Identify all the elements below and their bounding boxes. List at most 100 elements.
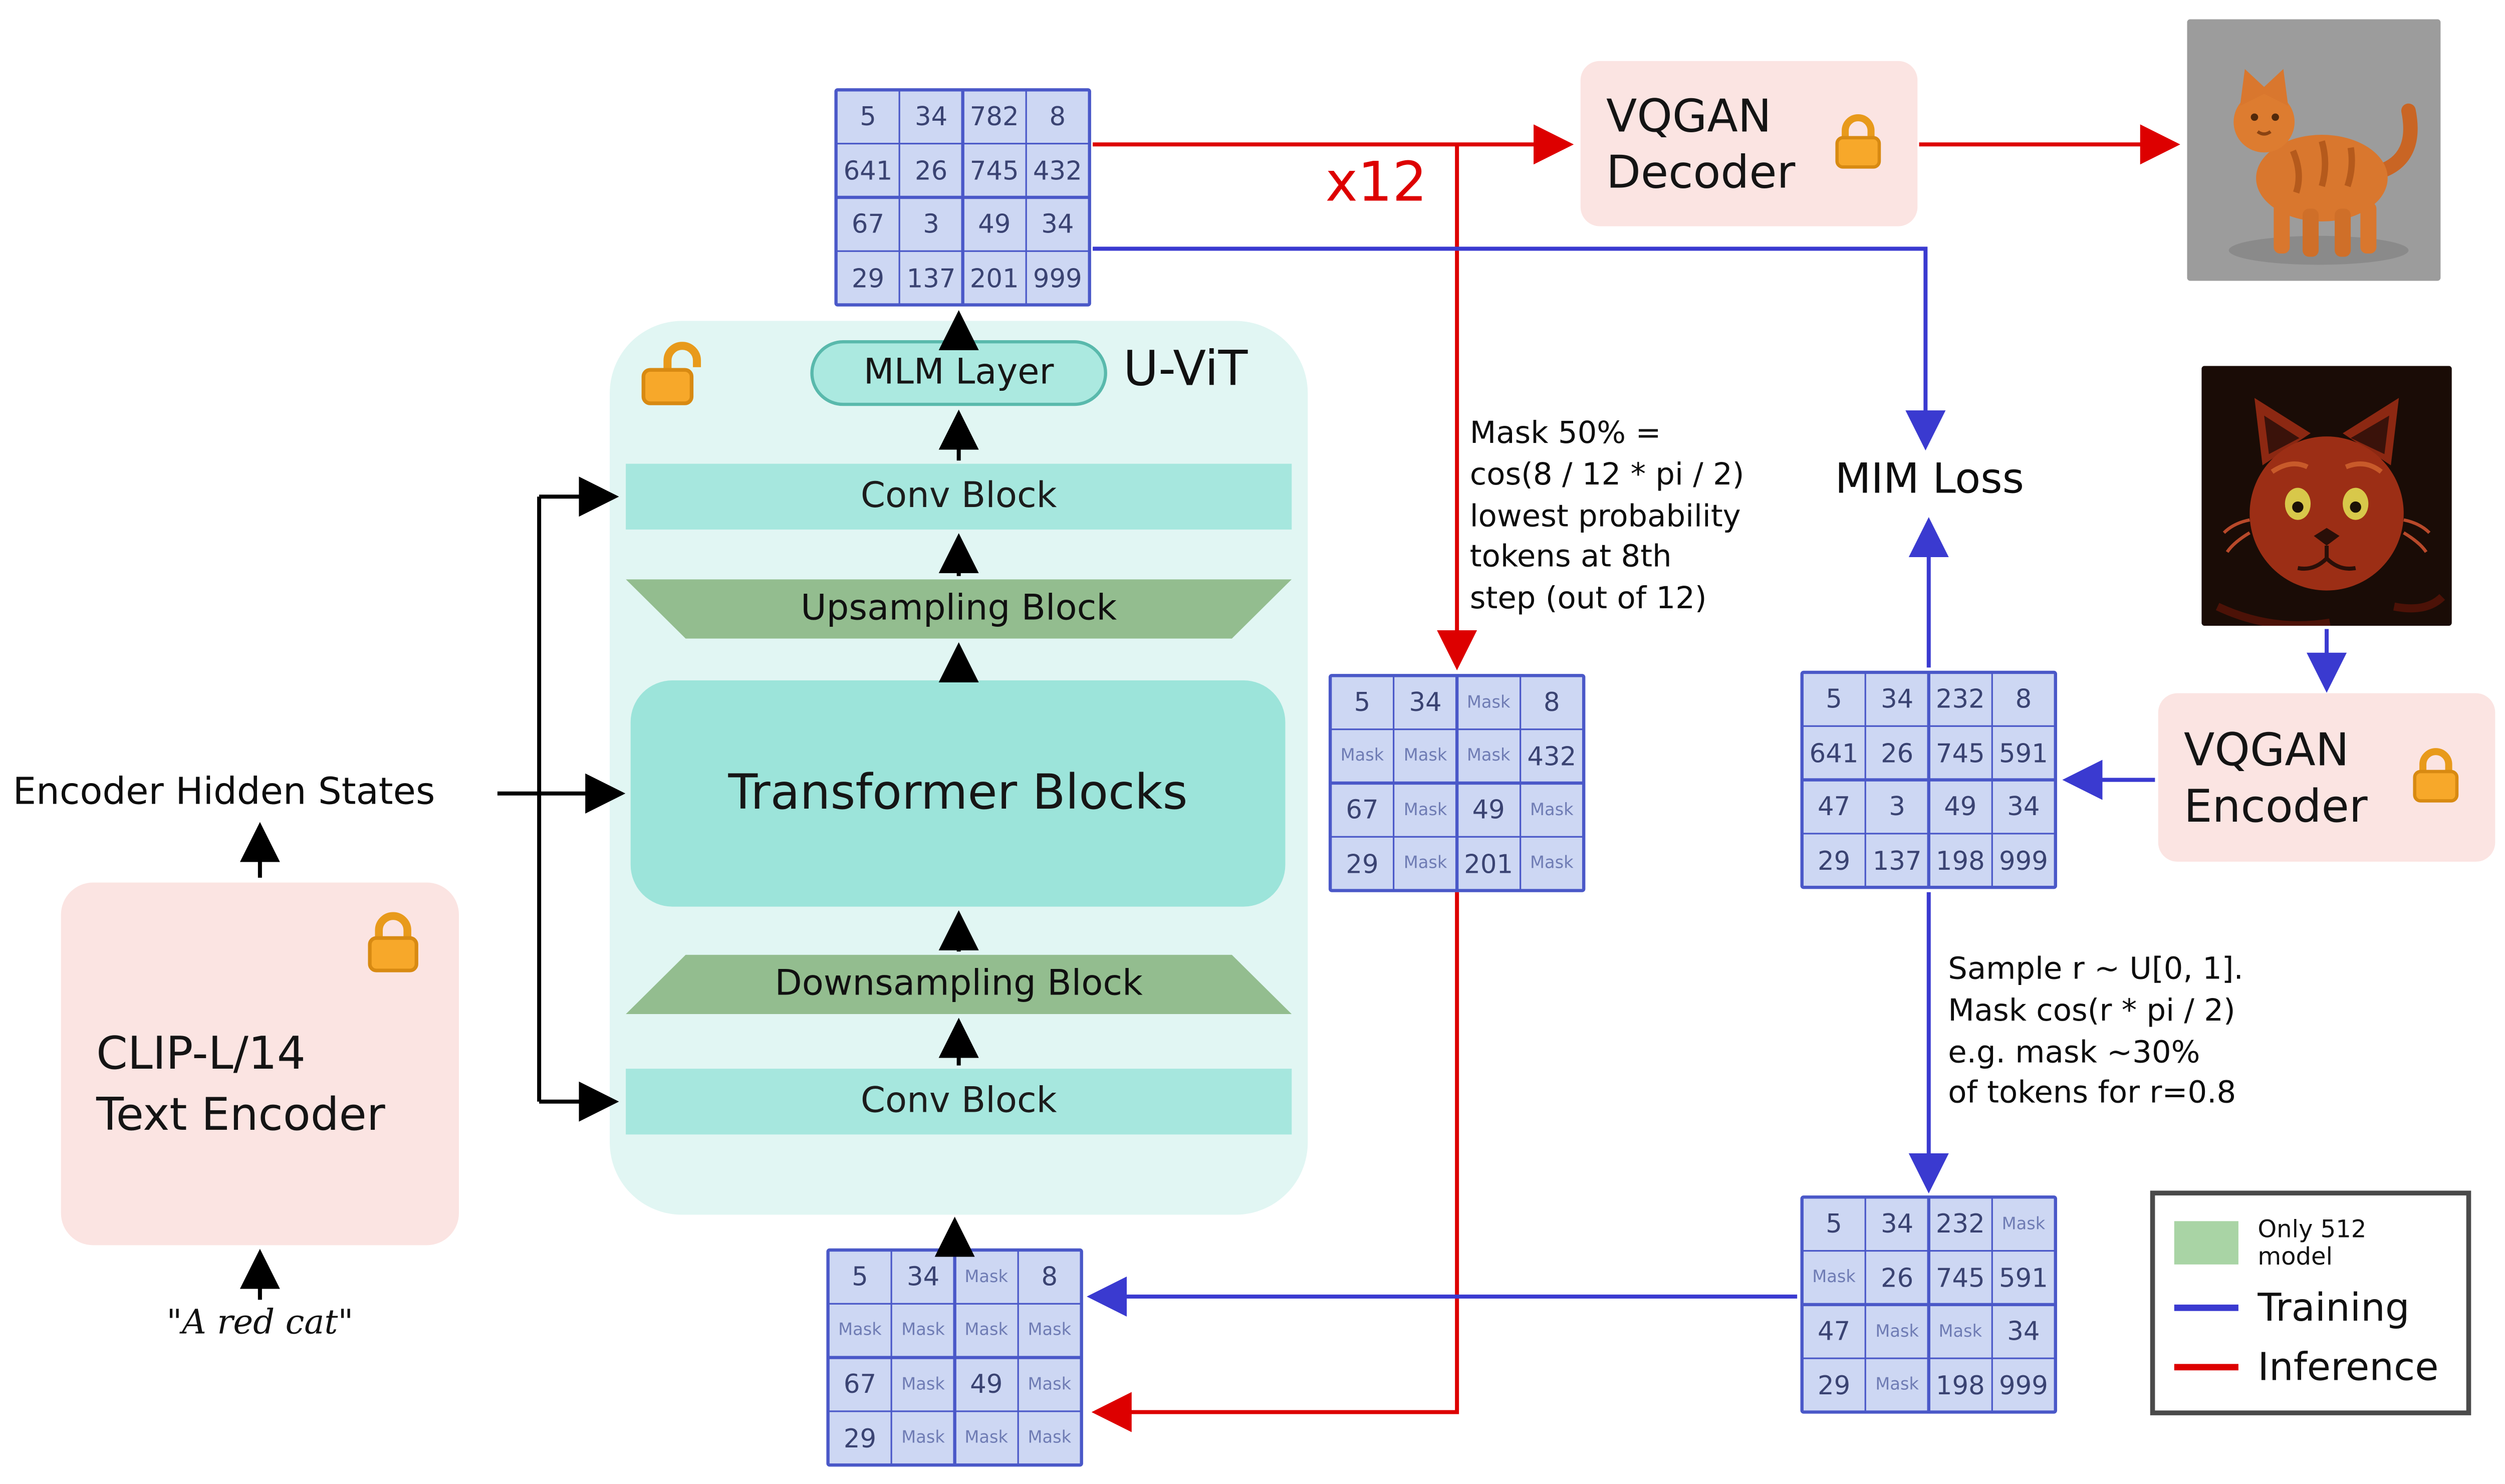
- token-cell: Mask: [956, 1252, 1017, 1303]
- token-cell: Mask: [1332, 730, 1393, 782]
- token-cell: 999: [1027, 252, 1088, 304]
- token-cell: 232: [1930, 1198, 1991, 1250]
- token-cell: 745: [1930, 727, 1991, 779]
- token-cell: 591: [1993, 727, 2054, 779]
- token-cell: Mask: [1867, 1359, 1928, 1411]
- token-cell: 47: [1803, 1306, 1865, 1357]
- mlm-layer-label: MLM Layer: [863, 353, 1054, 393]
- token-cell: 26: [900, 145, 962, 196]
- token-cell: 641: [1803, 727, 1865, 779]
- legend-row-inference: Inference: [2174, 1345, 2447, 1390]
- conv-block-bottom-label: Conv Block: [860, 1081, 1057, 1122]
- token-cell: Mask: [956, 1412, 1017, 1463]
- token-cell: 26: [1867, 1252, 1928, 1304]
- encoder-hidden-states-label: Encoder Hidden States: [13, 772, 435, 814]
- vqgan-encoder-box: VQGAN Encoder: [2158, 693, 2495, 862]
- generated-cat-image: [2187, 19, 2441, 281]
- transformer-blocks: Transformer Blocks: [630, 680, 1286, 907]
- upsampling-block: Upsampling Block: [626, 579, 1292, 639]
- conv-block-top-label: Conv Block: [860, 476, 1057, 517]
- token-cell: 67: [1332, 784, 1393, 836]
- downsampling-block-label: Downsampling Block: [775, 964, 1143, 1005]
- token-cell: Mask: [1019, 1412, 1080, 1463]
- token-cell: 8: [1993, 674, 2054, 725]
- token-cell: 5: [837, 91, 899, 143]
- sample-annotation: Sample r ~ U[0, 1]. Mask cos(r * pi / 2)…: [1948, 951, 2243, 1111]
- token-cell: 641: [837, 145, 899, 196]
- lock-icon: [356, 908, 430, 982]
- token-cell: 3: [900, 198, 962, 250]
- blue-line-icon: [2174, 1305, 2238, 1312]
- conv-block-bottom: Conv Block: [626, 1069, 1292, 1135]
- token-cell: 3: [1867, 781, 1928, 833]
- clip-text-encoder-label: CLIP-L/14 Text Encoder: [96, 1027, 385, 1141]
- token-cell: 49: [1458, 784, 1519, 836]
- token-cell: 49: [964, 198, 1025, 250]
- token-cell: 49: [1930, 781, 1991, 833]
- token-cell: Mask: [892, 1358, 954, 1410]
- input-cat-image: [2201, 366, 2452, 626]
- token-cell: 29: [837, 252, 899, 304]
- mask50-annotation: Mask 50% = cos(8 / 12 * pi / 2) lowest p…: [1469, 415, 1744, 617]
- token-cell: 8: [1521, 677, 1582, 728]
- token-cell: 232: [1930, 674, 1991, 725]
- legend-inference-label: Inference: [2258, 1345, 2439, 1390]
- token-cell: 34: [900, 91, 962, 143]
- token-cell: Mask: [892, 1305, 954, 1357]
- token-cell: 137: [1867, 834, 1928, 886]
- token-cell: 34: [1027, 198, 1088, 250]
- transformer-blocks-label: Transformer Blocks: [728, 765, 1188, 822]
- clip-text-encoder-box: CLIP-L/14 Text Encoder: [61, 882, 459, 1246]
- token-cell: 47: [1803, 781, 1865, 833]
- token-cell: 34: [1395, 677, 1456, 728]
- unlock-icon: [635, 339, 715, 412]
- token-cell: 999: [1993, 834, 2054, 886]
- token-cell: Mask: [1803, 1252, 1865, 1304]
- token-cell: 782: [964, 91, 1025, 143]
- legend-row-only512: Only 512 model: [2174, 1215, 2447, 1271]
- token-cell: Mask: [1867, 1306, 1928, 1357]
- token-cell: 745: [1930, 1252, 1991, 1304]
- token-cell: Mask: [892, 1412, 954, 1463]
- token-cell: 34: [892, 1252, 954, 1303]
- token-cell: 8: [1027, 91, 1088, 143]
- token-cell: 34: [1867, 1198, 1928, 1250]
- mlm-layer-block: MLM Layer: [810, 340, 1107, 406]
- token-cell: 137: [900, 252, 962, 304]
- legend-row-training: Training: [2174, 1286, 2447, 1331]
- token-cell: 432: [1027, 145, 1088, 196]
- token-cell: Mask: [1993, 1198, 2054, 1250]
- token-cell: 34: [1867, 674, 1928, 725]
- vqgan-decoder-box: VQGAN Decoder: [1580, 61, 1918, 226]
- legend: Only 512 model Training Inference: [2150, 1190, 2471, 1415]
- legend-only512-label: Only 512 model: [2258, 1214, 2367, 1271]
- token-cell: Mask: [1521, 784, 1582, 836]
- vqgan-encoder-label: VQGAN Encoder: [2184, 722, 2368, 832]
- token-cell: Mask: [1019, 1358, 1080, 1410]
- token-cell: 29: [1803, 834, 1865, 886]
- token-cell: 5: [1803, 1198, 1865, 1250]
- x12-label: x12: [1325, 151, 1427, 215]
- token-cell: 67: [829, 1358, 891, 1410]
- vqgan-decoder-label: VQGAN Decoder: [1606, 89, 1796, 198]
- token-cell: Mask: [956, 1305, 1017, 1357]
- token-cell: Mask: [1458, 677, 1519, 728]
- token-cell: 29: [1803, 1359, 1865, 1411]
- upsampling-block-label: Upsampling Block: [801, 589, 1117, 629]
- token-cell: 5: [1803, 674, 1865, 725]
- token-cell: 5: [1332, 677, 1393, 728]
- token-cell: 29: [829, 1412, 891, 1463]
- token-cell: Mask: [1395, 730, 1456, 782]
- lock-icon: [1825, 110, 1892, 177]
- token-cell: 591: [1993, 1252, 2054, 1304]
- token-cell: 34: [1993, 1306, 2054, 1357]
- downsampling-block: Downsampling Block: [626, 954, 1292, 1015]
- token-cell: Mask: [829, 1305, 891, 1357]
- token-cell: 201: [1458, 838, 1519, 889]
- token-cell: 5: [829, 1252, 891, 1303]
- text-prompt: "A red cat": [166, 1303, 354, 1342]
